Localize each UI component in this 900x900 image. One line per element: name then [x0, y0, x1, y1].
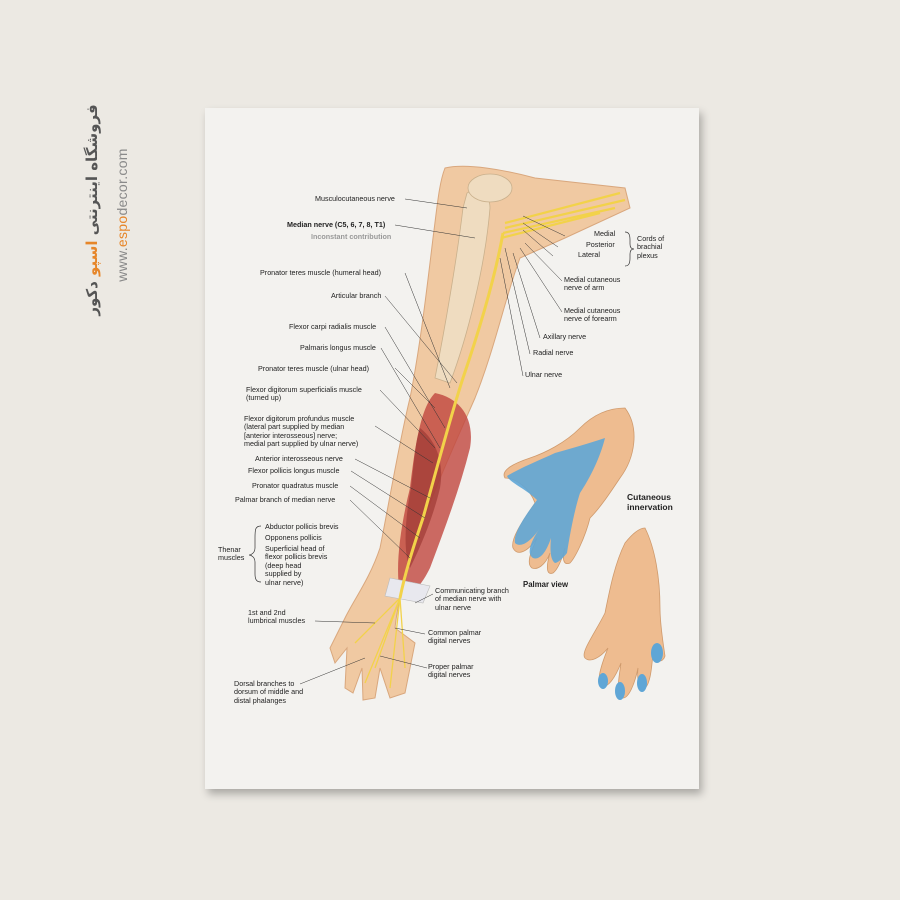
digital-nerves [354, 597, 406, 689]
label-fpl: Flexor pollicis longus muscle [248, 466, 340, 475]
label-lumbricals: 1st and 2nd lumbrical muscles [248, 608, 306, 626]
label-medial: Medial [594, 229, 616, 238]
flexor-retinaculum [384, 577, 431, 604]
label-articular-branch: Articular branch [331, 291, 382, 300]
watermark-persian-prefix: فروشگاه اینترنتی [83, 104, 101, 236]
label-medial-cut-arm: Medial cutaneous nerve of arm [564, 275, 621, 293]
label-palmar-view: Palmar view [523, 580, 569, 589]
label-pronator-teres-humeral: Pronator teres muscle (humeral head) [260, 268, 382, 277]
label-thenar: Thenar muscles [218, 545, 245, 563]
label-median-nerve: Median nerve (C5, 6, 7, 8, T1) [287, 220, 386, 229]
label-cutaneous-innervation: Cutaneous innervation [627, 492, 673, 512]
label-palmar-branch: Palmar branch of median nerve [235, 495, 336, 504]
leader-lines [299, 198, 566, 685]
label-inconstant: Inconstant contribution [311, 232, 392, 241]
label-axillary: Axillary nerve [543, 332, 587, 341]
watermark-url: www.espodecor.com [114, 148, 130, 282]
label-fcr: Flexor carpi radialis muscle [289, 322, 377, 331]
label-fds: Flexor digitorum superficialis muscle (t… [246, 385, 362, 403]
dorsal-hand [583, 527, 666, 700]
label-radial: Radial nerve [533, 348, 574, 357]
label-pronator-quadratus: Pronator quadratus muscle [252, 481, 339, 490]
label-proper-palmar: Proper palmar digital nerves [428, 662, 474, 680]
watermark-url-prefix: www. [114, 247, 130, 282]
watermark-persian-suffix: دکور [83, 281, 101, 316]
label-dorsal-branches: Dorsal branches to dorsum of middle and … [234, 679, 304, 705]
median-nerve-path [398, 232, 505, 599]
cords-brace [624, 231, 635, 267]
label-fdp: Flexor digitorum profundus muscle (later… [244, 414, 359, 449]
label-lateral: Lateral [578, 250, 600, 259]
label-cords: Cords of brachial plexus [637, 234, 665, 260]
thenar-brace [248, 525, 262, 583]
anatomy-canvas: Musculocutaneous nerve Median nerve (C5,… [205, 108, 699, 789]
watermark-persian: فروشگاه اینترنتی اسپو دکور [83, 104, 101, 315]
label-medial-cut-forearm: Medial cutaneous nerve of forearm [564, 306, 621, 324]
label-posterior: Posterior [586, 240, 615, 249]
palmar-hand [503, 407, 635, 574]
forearm-muscles-deep [405, 428, 442, 568]
watermark [100, 100, 160, 410]
label-communicating-branch: Communicating branch of median nerve wit… [435, 586, 509, 612]
label-superficial-head: Superficial head of flexor pollicis brev… [265, 544, 328, 587]
watermark-persian-brand: اسپو [83, 240, 101, 276]
label-opponens-pollicis: Opponens pollicis [265, 533, 322, 542]
label-common-palmar: Common palmar digital nerves [428, 628, 482, 646]
watermark-url-suffix: decor.com [114, 148, 130, 216]
label-musculocutaneous: Musculocutaneous nerve [315, 194, 395, 203]
anatomy-illustration [248, 165, 666, 701]
label-anterior-interosseous: Anterior interosseous nerve [255, 454, 343, 463]
label-ulnar: Ulnar nerve [525, 370, 563, 379]
watermark-url-brand: espo [114, 215, 130, 248]
brachial-plexus [500, 191, 626, 240]
label-abductor-pollicis-brevis: Abductor pollicis brevis [265, 522, 339, 531]
label-pronator-teres-ulnar: Pronator teres muscle (ulnar head) [258, 364, 370, 373]
label-palmaris-longus: Palmaris longus muscle [300, 343, 376, 352]
shoulder-joint [467, 173, 513, 203]
